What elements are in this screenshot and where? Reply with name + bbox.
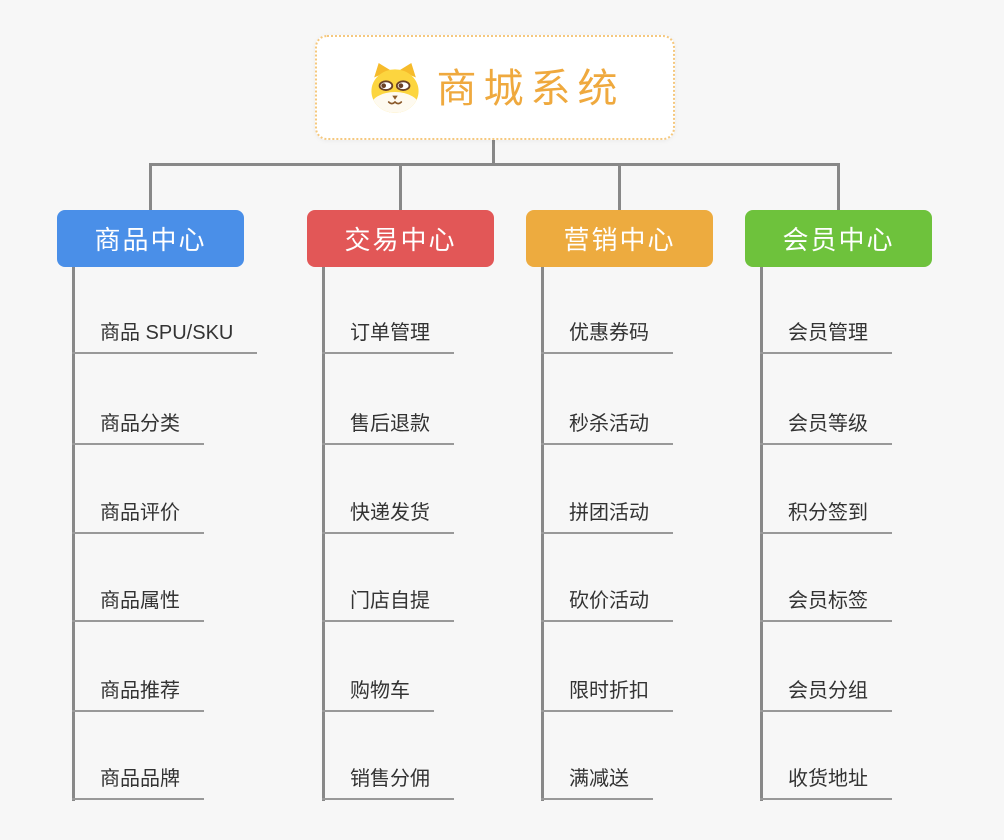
leaf-item[interactable]: 商品推荐 [72,678,204,712]
leaf-item[interactable]: 购物车 [322,678,434,712]
leaf-item[interactable]: 快递发货 [322,500,454,534]
leaf-item[interactable]: 门店自提 [322,588,454,622]
leaf-item[interactable]: 售后退款 [322,411,454,445]
trunk-line-marketing [541,267,544,801]
leaf-item[interactable]: 商品属性 [72,588,204,622]
leaf-item[interactable]: 销售分佣 [322,766,454,800]
connector-horizontal [149,163,840,166]
connector-drop-member [837,163,840,210]
leaf-item[interactable]: 订单管理 [322,320,454,354]
leaf-item[interactable]: 商品 SPU/SKU [72,320,258,354]
leaf-item[interactable]: 砍价活动 [541,588,673,622]
trunk-line-product [72,267,75,801]
leaf-item[interactable]: 满减送 [541,766,653,800]
connector-drop-marketing [618,163,621,210]
leaf-item[interactable]: 会员分组 [760,678,892,712]
leaf-item[interactable]: 商品分类 [72,411,204,445]
leaf-item[interactable]: 商品评价 [72,500,204,534]
dog-face-icon [370,63,419,113]
leaf-item[interactable]: 会员标签 [760,588,892,622]
branch-node-member-center[interactable]: 会员中心 [745,210,932,267]
leaf-item[interactable]: 收货地址 [760,766,892,800]
leaf-item[interactable]: 积分签到 [760,500,892,534]
leaf-item[interactable]: 优惠券码 [541,320,673,354]
leaf-item[interactable]: 限时折扣 [541,678,673,712]
connector-root-drop [492,140,495,165]
leaf-item[interactable]: 会员等级 [760,411,892,445]
connector-drop-product [149,163,152,210]
branch-node-trade-center[interactable]: 交易中心 [307,210,494,267]
root-title: 商城系统 [436,66,625,111]
leaf-item[interactable]: 会员管理 [760,320,892,354]
trunk-line-member [760,267,763,801]
branch-node-marketing-center[interactable]: 营销中心 [526,210,713,267]
leaf-item[interactable]: 商品品牌 [72,766,204,800]
trunk-line-trade [322,267,325,801]
leaf-item[interactable]: 秒杀活动 [541,411,673,445]
connector-drop-trade [399,163,402,210]
leaf-item[interactable]: 拼团活动 [541,500,673,534]
branch-node-product-center[interactable]: 商品中心 [57,210,244,267]
root-node[interactable]: 商城系统 [315,35,675,140]
